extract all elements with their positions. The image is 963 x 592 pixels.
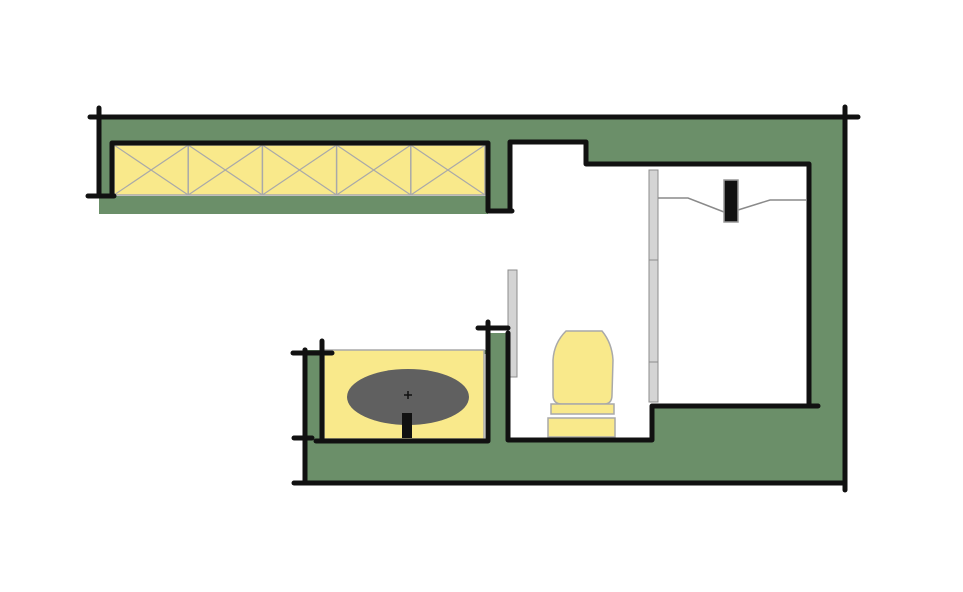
- closet-brace: [187, 144, 263, 196]
- closet-wall-line: [109, 140, 515, 214]
- toilet-seat-edge: [550, 403, 615, 415]
- toilet-bowl: [552, 330, 614, 405]
- closet-shelving-icon: [113, 144, 486, 196]
- toilet-tank: [547, 417, 616, 438]
- toilet-icon: [547, 330, 616, 438]
- shower-icon: [658, 179, 806, 223]
- shower-spray-line: [658, 197, 806, 213]
- toilet-glass-panel: [507, 269, 518, 378]
- drain-icon: [404, 391, 412, 399]
- wall-fill: [99, 117, 845, 483]
- shower-head: [723, 179, 739, 223]
- vanity-sink-icon: [323, 349, 485, 440]
- wall-mass: [99, 117, 845, 483]
- closet-brace: [262, 144, 337, 196]
- shower-glass-panel: [648, 169, 659, 403]
- drafting-ticks: [85, 104, 861, 493]
- closet-brace: [410, 144, 486, 196]
- closet-dividers: [113, 144, 486, 196]
- faucet: [402, 413, 412, 438]
- vanity-wall-line: [319, 325, 491, 444]
- closet-brace: [113, 144, 189, 196]
- bath-wall-line: [505, 139, 812, 443]
- glass-partitions: [507, 169, 659, 403]
- closet-brace: [336, 144, 412, 196]
